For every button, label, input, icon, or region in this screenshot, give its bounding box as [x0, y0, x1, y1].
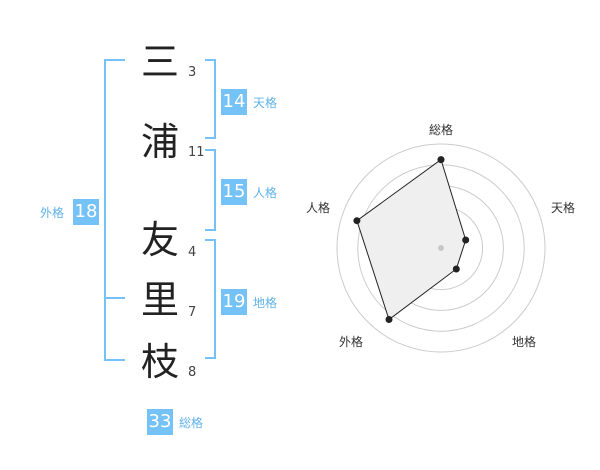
stroke-count-5: 8	[188, 365, 197, 380]
jinkaku-label: 人格	[253, 186, 278, 200]
radar-point-3	[452, 265, 460, 273]
radar-point-5	[353, 217, 361, 225]
radar-axis-label-chikaku: 地格	[512, 334, 536, 349]
soukaku-badge: 33	[147, 409, 173, 435]
radar-polygon	[356, 158, 467, 321]
jinkaku-badge: 15	[221, 179, 247, 205]
name-char-5: 枝	[140, 340, 179, 384]
radar-axis-label-gaikaku: 外格	[339, 334, 363, 349]
stroke-count-1: 3	[188, 65, 197, 80]
radar-axis-label-tenkaku: 天格	[551, 200, 575, 215]
radar-point-2	[462, 236, 470, 244]
radar-points	[353, 156, 470, 323]
radar-ring	[336, 143, 546, 353]
radar-center-dot	[438, 245, 444, 251]
name-char-3: 友	[140, 218, 179, 262]
soukaku-label: 総格	[179, 416, 204, 430]
radar-point-4	[385, 316, 393, 323]
name-char-4: 里	[140, 278, 179, 322]
gaikaku-label: 外格	[40, 206, 65, 220]
stroke-count-3: 4	[188, 245, 197, 260]
gaikaku-badge: 18	[73, 199, 99, 225]
radar-axis-label-soukaku: 総格	[429, 122, 453, 137]
tenkaku-label: 天格	[253, 96, 278, 110]
stroke-count-2: 11	[188, 145, 205, 160]
jinkaku-bracket	[205, 149, 216, 231]
radar-point-1	[437, 156, 445, 164]
name-char-2: 浦	[140, 120, 179, 164]
chikaku-label: 地格	[253, 296, 278, 310]
chikaku-badge: 19	[221, 289, 247, 315]
chikaku-bracket	[205, 239, 216, 359]
tenkaku-bracket	[205, 59, 216, 139]
tenkaku-badge: 14	[221, 89, 247, 115]
stroke-count-4: 7	[188, 305, 197, 320]
radar-axis-label-jinkaku: 人格	[306, 200, 330, 215]
gaikaku-bracket	[104, 59, 125, 361]
name-char-1: 三	[140, 40, 179, 84]
